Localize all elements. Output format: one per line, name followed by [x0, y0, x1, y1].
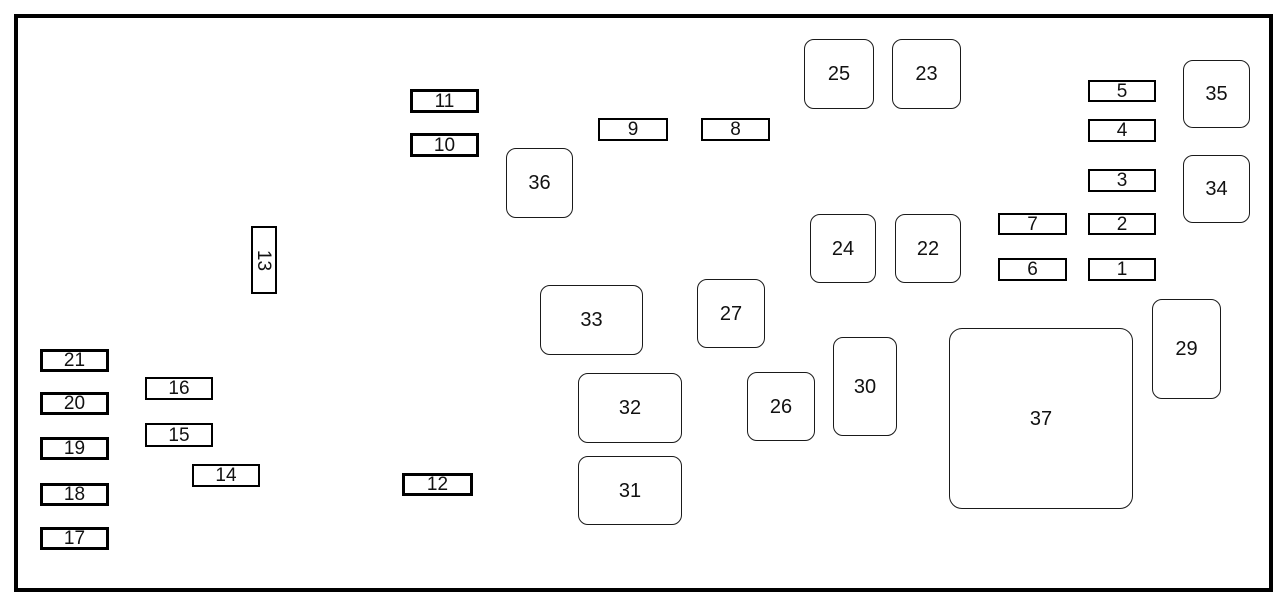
- fuse-box-label: 17: [63, 528, 86, 549]
- fuse-box-20: 20: [40, 392, 109, 415]
- relay-box-23: 23: [892, 39, 961, 109]
- relay-box-label: 35: [1205, 83, 1228, 105]
- relay-box-label: 34: [1205, 178, 1228, 200]
- fuse-box-label: 6: [1027, 259, 1038, 280]
- relay-box-29: 29: [1152, 299, 1221, 399]
- fuse-box-17: 17: [40, 527, 109, 550]
- fuse-box-label: 2: [1116, 213, 1128, 235]
- fuse-box-label: 1: [1116, 259, 1128, 280]
- fuse-box-label: 19: [63, 438, 86, 459]
- relay-box-label: 29: [1175, 338, 1198, 360]
- relay-box-24: 24: [810, 214, 876, 283]
- fuse-box-13: 13: [251, 226, 277, 294]
- fuse-box-1: 1: [1088, 258, 1156, 281]
- relay-box-label: 25: [827, 63, 851, 85]
- fuse-box-label: 4: [1116, 120, 1128, 141]
- fuse-box-3: 3: [1088, 169, 1156, 192]
- fuse-box-8: 8: [701, 118, 770, 141]
- fuse-box-label: 9: [627, 119, 639, 140]
- fuse-box-label: 5: [1116, 80, 1128, 102]
- relay-box-label: 32: [618, 397, 642, 419]
- fuse-box-9: 9: [598, 118, 668, 141]
- fuse-box-21: 21: [40, 349, 109, 372]
- fuse-box-label: 15: [168, 424, 190, 446]
- relay-box-label: 27: [719, 302, 743, 325]
- relay-box-26: 26: [747, 372, 815, 441]
- relay-box-31: 31: [578, 456, 682, 525]
- fuse-box-2: 2: [1088, 213, 1156, 235]
- relay-box-label: 36: [528, 172, 551, 194]
- fuse-box-15: 15: [145, 423, 213, 447]
- fuse-box-label: 16: [168, 378, 190, 399]
- relay-box-label: 24: [831, 237, 855, 260]
- relay-box-label: 22: [916, 237, 940, 260]
- fuse-box-label: 13: [253, 249, 275, 271]
- relay-box-35: 35: [1183, 60, 1250, 128]
- relay-box-37: 37: [949, 328, 1133, 509]
- fuse-box-14: 14: [192, 464, 260, 487]
- fuse-box-label: 21: [63, 350, 86, 371]
- fuse-box-label: 18: [63, 484, 86, 505]
- relay-box-27: 27: [697, 279, 765, 348]
- relay-box-32: 32: [578, 373, 682, 443]
- fuse-box-5: 5: [1088, 80, 1156, 102]
- relay-box-30: 30: [833, 337, 897, 436]
- relay-box-25: 25: [804, 39, 874, 109]
- fuse-box-7: 7: [998, 213, 1067, 235]
- fuse-box-4: 4: [1088, 119, 1156, 142]
- fuse-box-label: 20: [63, 393, 86, 414]
- fuse-box-18: 18: [40, 483, 109, 506]
- relay-box-label: 33: [580, 309, 603, 331]
- relay-box-label: 26: [769, 395, 793, 418]
- fuse-box-6: 6: [998, 258, 1067, 281]
- fuse-box-label: 3: [1116, 170, 1128, 191]
- fuse-box-label: 11: [434, 90, 455, 112]
- relay-box-22: 22: [895, 214, 961, 283]
- relay-box-36: 36: [506, 148, 573, 218]
- fuse-box-label: 10: [433, 134, 456, 156]
- fuse-box-11: 11: [410, 89, 479, 113]
- fuse-box-label: 7: [1027, 213, 1038, 235]
- fuse-box-10: 10: [410, 133, 479, 157]
- relay-box-label: 37: [1029, 407, 1053, 430]
- relay-box-33: 33: [540, 285, 643, 355]
- relay-box-label: 30: [853, 375, 877, 398]
- relay-box-label: 31: [618, 479, 642, 502]
- fuse-box-label: 14: [215, 465, 237, 486]
- fuse-box-12: 12: [402, 473, 473, 496]
- fuse-box-19: 19: [40, 437, 109, 460]
- fuse-box-label: 8: [730, 119, 741, 140]
- relay-box-label: 23: [915, 63, 938, 85]
- fuse-box-label: 12: [426, 474, 449, 495]
- fuse-box-16: 16: [145, 377, 213, 400]
- relay-box-34: 34: [1183, 155, 1250, 223]
